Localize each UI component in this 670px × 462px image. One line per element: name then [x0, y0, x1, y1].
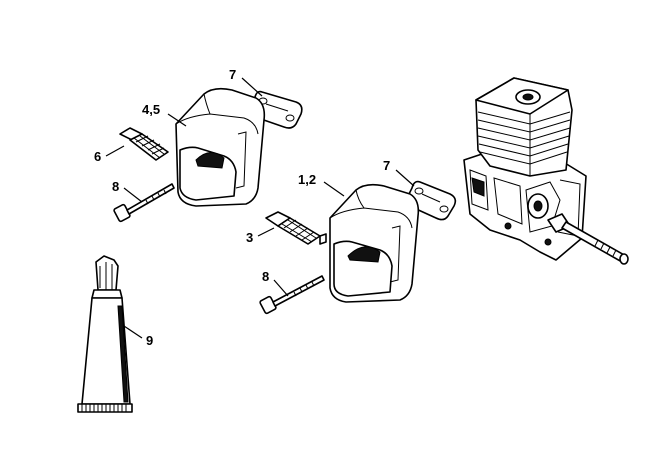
screw-upper [113, 183, 175, 223]
callout-screw-lower: 8 [262, 269, 269, 284]
callout-gasket-upper: 7 [229, 67, 236, 82]
muffler-lower [329, 183, 420, 303]
callout-screen-upper: 6 [94, 149, 101, 164]
callout-gasket-lower: 7 [383, 158, 390, 173]
callout-grease-tube: 9 [146, 333, 153, 348]
callout-muffler-lower: 1,2 [298, 172, 316, 187]
screw-lower [259, 275, 325, 315]
leader-lines [105, 77, 415, 339]
engine-illustration [463, 77, 629, 265]
grease-tube [77, 255, 133, 413]
callout-screen-lower: 3 [246, 230, 253, 245]
callout-screw-upper: 8 [112, 179, 119, 194]
spark-screen-lower [265, 211, 327, 245]
spark-screen-upper [119, 127, 169, 161]
muffler-upper [175, 87, 266, 207]
callout-muffler-upper: 4,5 [142, 102, 160, 117]
